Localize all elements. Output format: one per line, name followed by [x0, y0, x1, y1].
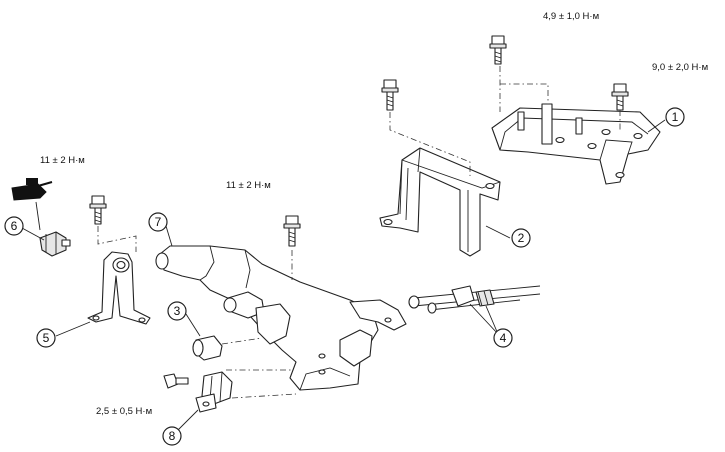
svg-text:7: 7: [155, 215, 162, 229]
svg-text:8: 8: [169, 429, 176, 443]
callout-3: 3: [167, 301, 187, 321]
bolt-left: [89, 195, 107, 225]
bushing-part-3: [192, 335, 263, 361]
bolt-small: [163, 373, 189, 389]
leader-6: [21, 227, 45, 241]
lever-part-7: [155, 215, 407, 391]
leader-7: [165, 225, 173, 247]
leader-1: [647, 119, 666, 133]
bolt-right: [611, 83, 629, 111]
leader-3: [185, 313, 201, 337]
bracket-part-5: [87, 195, 151, 325]
bracket-part-1: [489, 35, 661, 185]
leader-5: [55, 321, 91, 337]
leader-4: [469, 303, 499, 335]
callout-4: 4: [493, 328, 513, 348]
torque-label-top: 4,9 ± 1,0 Н·м: [543, 11, 599, 22]
clip-part-8: [163, 369, 297, 413]
callout-8: 8: [162, 426, 182, 446]
bracket-part-2: [379, 79, 501, 257]
torque-label-bottom: 2,5 ± 0,5 Н·м: [96, 406, 152, 417]
torque-label-right: 9,0 ± 2,0 Н·м: [652, 62, 708, 73]
leader-2: [485, 225, 511, 239]
svg-text:1: 1: [672, 110, 679, 124]
torque-label-left: 11 ± 2 Н·м: [40, 155, 85, 166]
svg-text:3: 3: [174, 304, 181, 318]
callout-5: 5: [36, 328, 56, 348]
bolt-top-right: [489, 35, 507, 65]
callout-6: 6: [4, 216, 24, 236]
svg-text:2: 2: [518, 231, 525, 245]
callout-7: 7: [148, 212, 168, 232]
svg-text:5: 5: [43, 331, 50, 345]
leader-connector: [35, 201, 41, 231]
equalizer-part-4: [408, 285, 541, 314]
bolt-center-top: [381, 79, 399, 111]
svg-text:6: 6: [11, 219, 18, 233]
callout-1: 1: [665, 107, 685, 127]
svg-text:4: 4: [500, 331, 507, 345]
torque-label-mid: 11 ± 2 Н·м: [226, 180, 271, 191]
connector-part-6: [11, 178, 71, 257]
callout-2: 2: [511, 228, 531, 248]
bolt-mid: [283, 215, 301, 247]
leader-8: [175, 409, 199, 433]
